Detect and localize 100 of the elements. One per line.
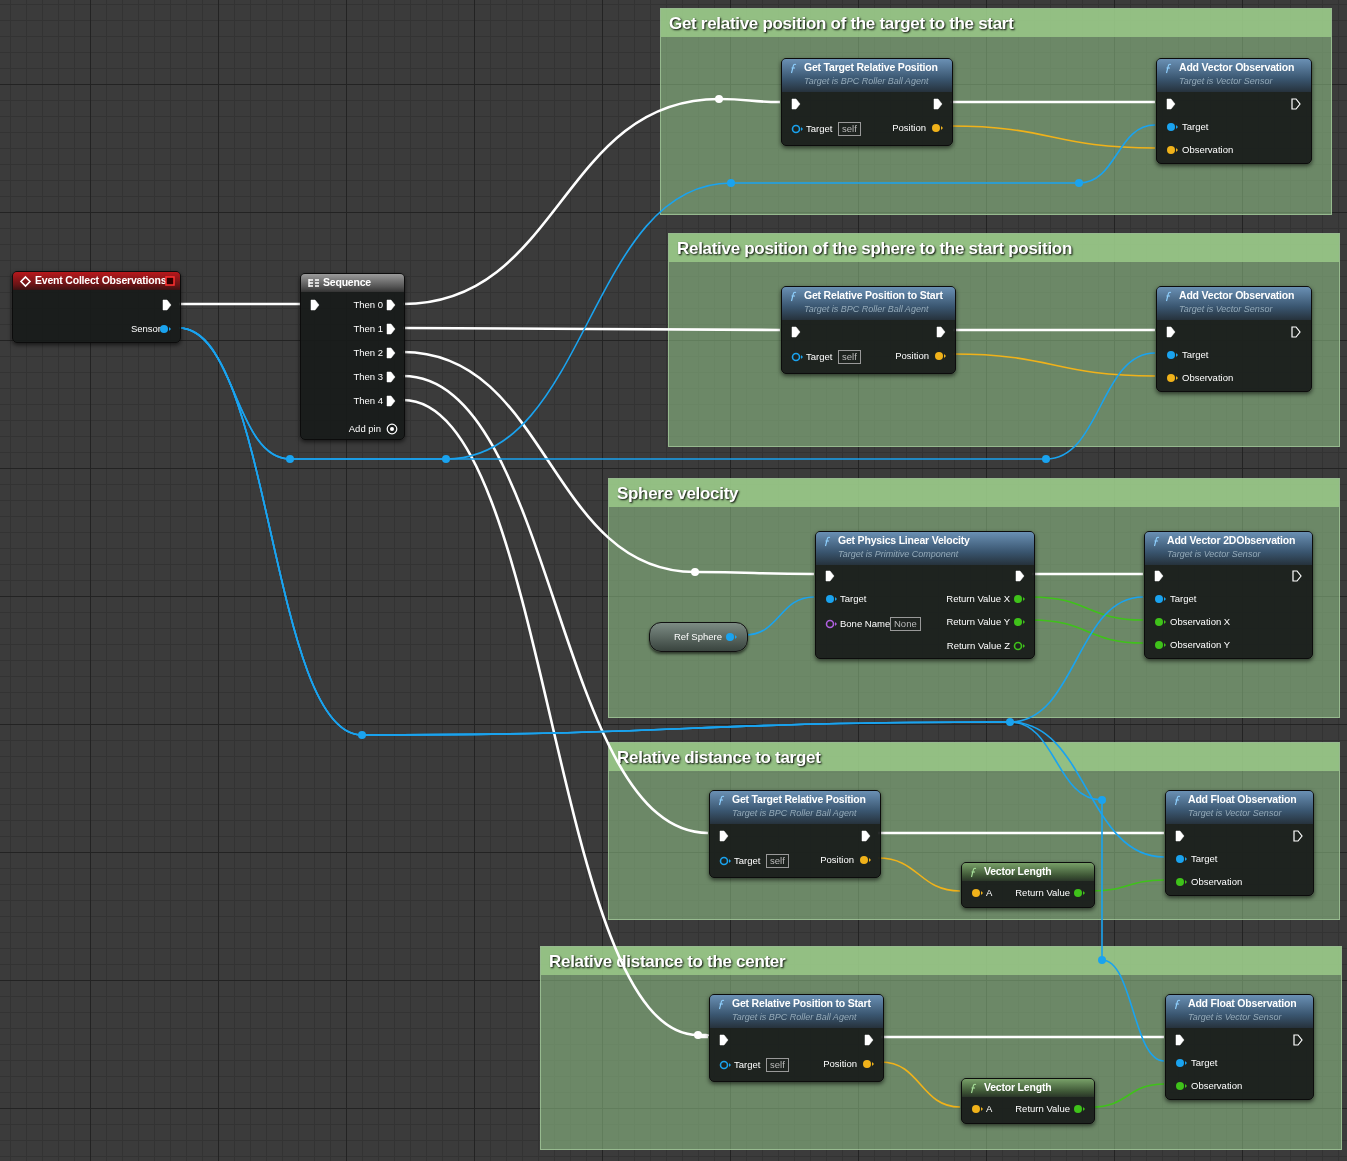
node-title: Vector Length bbox=[984, 865, 1052, 877]
input-field: self bbox=[838, 122, 861, 136]
pin-label: Observation bbox=[1191, 1079, 1243, 1093]
pin-label: Then 0 bbox=[353, 298, 383, 312]
pin-label: Sensor bbox=[130, 322, 161, 336]
input-field: self bbox=[766, 1058, 789, 1072]
pin-label: Observation X bbox=[1170, 615, 1231, 629]
node-title: Event Collect Observations bbox=[35, 274, 167, 286]
function-node bbox=[781, 286, 956, 374]
input-field: self bbox=[766, 854, 789, 868]
pin-label: Return Value Y bbox=[946, 615, 1010, 629]
event-node bbox=[12, 271, 181, 343]
pin-label: Target bbox=[806, 122, 833, 136]
pin-label: Target bbox=[1182, 120, 1209, 134]
node-title: Get Relative Position to Start bbox=[732, 997, 871, 1009]
comment-box bbox=[668, 233, 1340, 447]
comment-box bbox=[608, 478, 1340, 718]
node-title: Sequence bbox=[323, 276, 371, 288]
execution-wire bbox=[878, 831, 1164, 835]
node-subtitle: Target is BPC Roller Ball Agent bbox=[804, 76, 929, 86]
node-subtitle: Target is Vector Sensor bbox=[1188, 808, 1282, 818]
pin-label: Return Value bbox=[1015, 1102, 1070, 1116]
comment-title: Sphere velocity bbox=[617, 484, 739, 504]
execution-wire bbox=[403, 326, 780, 332]
function-node bbox=[961, 862, 1095, 908]
variable-node bbox=[649, 622, 748, 652]
execution-wire bbox=[1032, 572, 1143, 576]
function-node bbox=[961, 1078, 1095, 1124]
pin-label: Then 1 bbox=[353, 322, 383, 336]
pin-label: Target bbox=[840, 592, 867, 606]
pin-label: Target bbox=[734, 854, 761, 868]
pin-label: Position bbox=[823, 1057, 857, 1071]
node-subtitle: Target is BPC Roller Ball Agent bbox=[732, 808, 857, 818]
comment-title: Get relative position of the target to the start bbox=[669, 14, 1014, 34]
node-subtitle: Target is Vector Sensor bbox=[1179, 76, 1273, 86]
sequence-node bbox=[300, 273, 405, 440]
pin-label: Observation bbox=[1182, 371, 1234, 385]
pin-label: Position bbox=[892, 121, 926, 135]
node-title: Get Physics Linear Velocity bbox=[838, 534, 970, 546]
pin-label: Return Value X bbox=[946, 592, 1010, 606]
pin-label: Then 3 bbox=[353, 370, 383, 384]
node-subtitle: Target is Vector Sensor bbox=[1188, 1012, 1282, 1022]
execution-wire bbox=[881, 1035, 1164, 1039]
node-title: Vector Length bbox=[984, 1081, 1052, 1093]
pin-label: Target bbox=[1191, 852, 1218, 866]
node-subtitle: Target is BPC Roller Ball Agent bbox=[804, 304, 929, 314]
execution-wire bbox=[402, 97, 780, 306]
node-subtitle: Target is Vector Sensor bbox=[1167, 549, 1261, 559]
pin-label: Bone Name bbox=[840, 617, 891, 631]
comment-title: Relative position of the sphere to the start position bbox=[677, 239, 1072, 259]
node-subtitle: Target is BPC Roller Ball Agent bbox=[732, 1012, 857, 1022]
function-node bbox=[1156, 58, 1312, 164]
node-subtitle: Target is Primitive Component bbox=[838, 549, 959, 559]
pin-label: Target bbox=[806, 350, 833, 364]
function-node bbox=[1165, 994, 1314, 1100]
comment-title: Relative distance to target bbox=[617, 748, 821, 768]
function-node bbox=[1156, 286, 1312, 392]
pin-label: Observation bbox=[1182, 143, 1234, 157]
execution-wire bbox=[402, 374, 709, 835]
pin-label: Return Value Z bbox=[946, 639, 1010, 653]
input-field: None bbox=[890, 617, 921, 631]
pin-label: Then 2 bbox=[353, 346, 383, 360]
input-field: self bbox=[838, 350, 861, 364]
node-title: Add Vector 2DObservation bbox=[1167, 534, 1296, 546]
pin-label: Target bbox=[1191, 1056, 1218, 1070]
function-node bbox=[815, 531, 1035, 659]
function-node bbox=[709, 994, 884, 1082]
pin-label: A bbox=[986, 886, 993, 900]
node-title: Get Target Relative Position bbox=[732, 793, 866, 805]
pin-label: Position bbox=[895, 349, 929, 363]
node-title: Add Vector Observation bbox=[1179, 289, 1295, 301]
function-node bbox=[781, 58, 953, 146]
execution-wire bbox=[402, 350, 814, 576]
execution-wire bbox=[953, 328, 1155, 332]
pin-label: Position bbox=[820, 853, 854, 867]
pin-label: Target bbox=[1182, 348, 1209, 362]
comment-box bbox=[608, 742, 1340, 920]
node-title: Add Vector Observation bbox=[1179, 61, 1295, 73]
comment-box bbox=[540, 946, 1342, 1150]
node-subtitle: Target is Vector Sensor bbox=[1179, 304, 1273, 314]
node-title: Get Relative Position to Start bbox=[804, 289, 943, 301]
execution-wire bbox=[402, 398, 708, 1039]
node-title: Get Target Relative Position bbox=[804, 61, 938, 73]
function-node bbox=[1144, 531, 1313, 659]
function-node bbox=[709, 790, 881, 878]
pin-label: Observation Y bbox=[1170, 638, 1231, 652]
pin-label: Ref Sphere bbox=[673, 630, 722, 644]
pin-label: Target bbox=[1170, 592, 1197, 606]
comment-box bbox=[660, 8, 1332, 215]
pin-label: A bbox=[986, 1102, 993, 1116]
pin-label: Add pin bbox=[348, 422, 381, 436]
pin-label: Then 4 bbox=[353, 394, 383, 408]
pin-label: Target bbox=[734, 1058, 761, 1072]
function-node bbox=[1165, 790, 1314, 896]
execution-wire bbox=[950, 100, 1155, 104]
pin-label: Return Value bbox=[1015, 886, 1070, 900]
node-title: Add Float Observation bbox=[1188, 793, 1297, 805]
node-title: Add Float Observation bbox=[1188, 997, 1297, 1009]
execution-wire bbox=[179, 302, 300, 306]
pin-label: Observation bbox=[1191, 875, 1243, 889]
